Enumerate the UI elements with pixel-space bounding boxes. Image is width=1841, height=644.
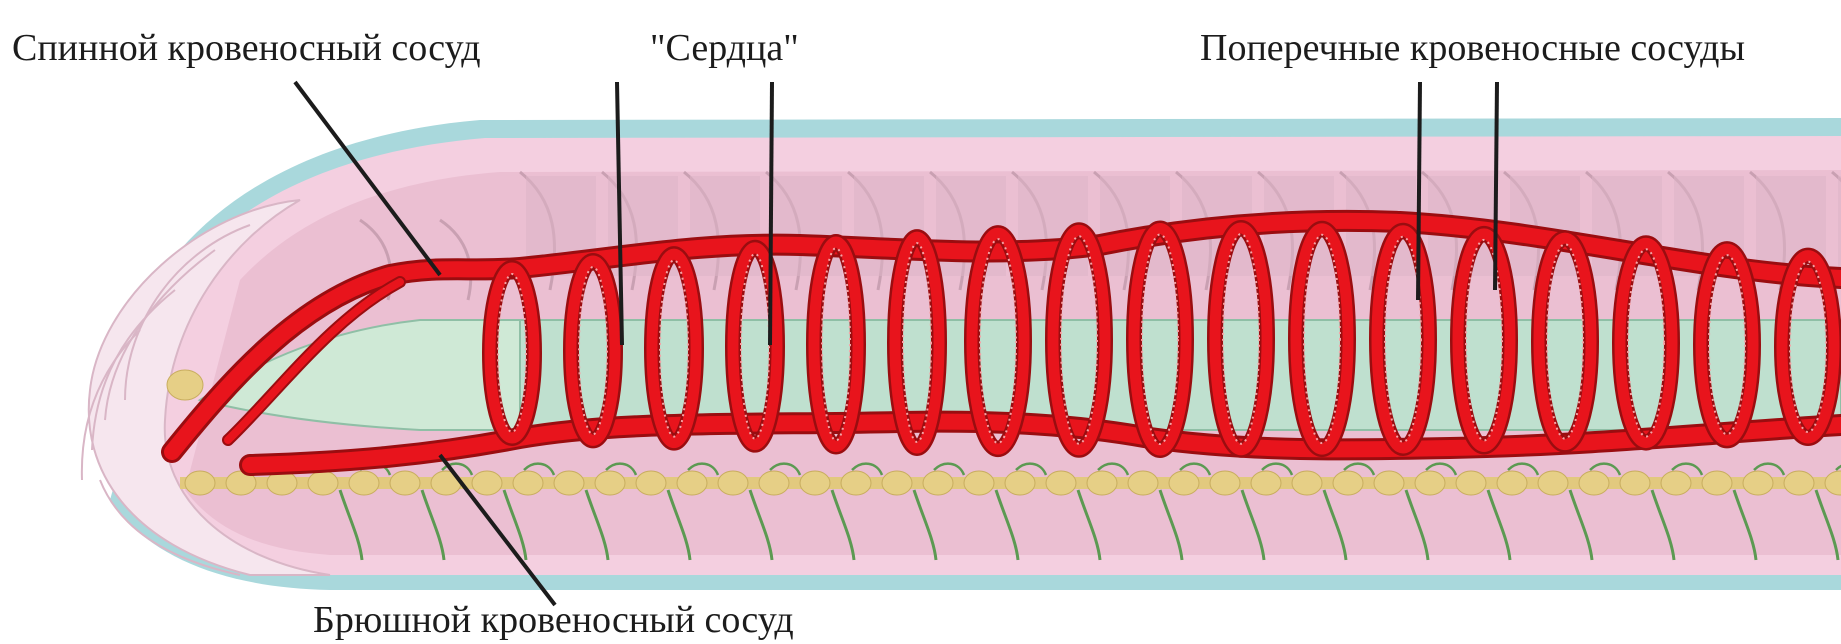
ganglion [1538,471,1568,495]
ganglion [1005,471,1035,495]
ganglion [1374,471,1404,495]
label-dorsal-vessel: Спинной кровеносный сосуд [12,27,481,69]
worm-body [82,118,1841,590]
ganglion [1128,471,1158,495]
ganglion [554,471,584,495]
ganglion [1620,471,1650,495]
ganglion [1661,471,1691,495]
ganglion [1087,471,1117,495]
ganglion [1333,471,1363,495]
ganglion [882,471,912,495]
ganglion [1784,471,1814,495]
ganglion [472,471,502,495]
ganglion [1169,471,1199,495]
ganglion [308,471,338,495]
ganglion [1456,471,1486,495]
cerebral-ganglion [167,370,203,400]
ganglion [1579,471,1609,495]
ganglion [1210,471,1240,495]
ganglion [390,471,420,495]
ganglion [185,471,215,495]
label-transverse-vessels: Поперечные кровеносные сосуды [1200,27,1745,69]
ganglion [1046,471,1076,495]
pointer-transverse-2 [1495,82,1497,290]
ganglion [595,471,625,495]
ganglion [759,471,789,495]
ganglion [718,471,748,495]
pointer-heart-2 [770,82,772,345]
pointer-transverse-1 [1418,82,1420,300]
ganglion [1292,471,1322,495]
ganglion [923,471,953,495]
ganglion [1743,471,1773,495]
ganglion [1251,471,1281,495]
label-hearts: "Сердца" [650,27,799,69]
ganglion [800,471,830,495]
ganglion [513,471,543,495]
ganglion [349,471,379,495]
ganglion [1415,471,1445,495]
ganglion [1702,471,1732,495]
ganglion [964,471,994,495]
ganglion [636,471,666,495]
label-ventral-vessel: Брюшной кровеносный сосуд [313,599,794,641]
ganglion [841,471,871,495]
segment-chamber [854,176,924,276]
ganglion [1497,471,1527,495]
ganglion [677,471,707,495]
